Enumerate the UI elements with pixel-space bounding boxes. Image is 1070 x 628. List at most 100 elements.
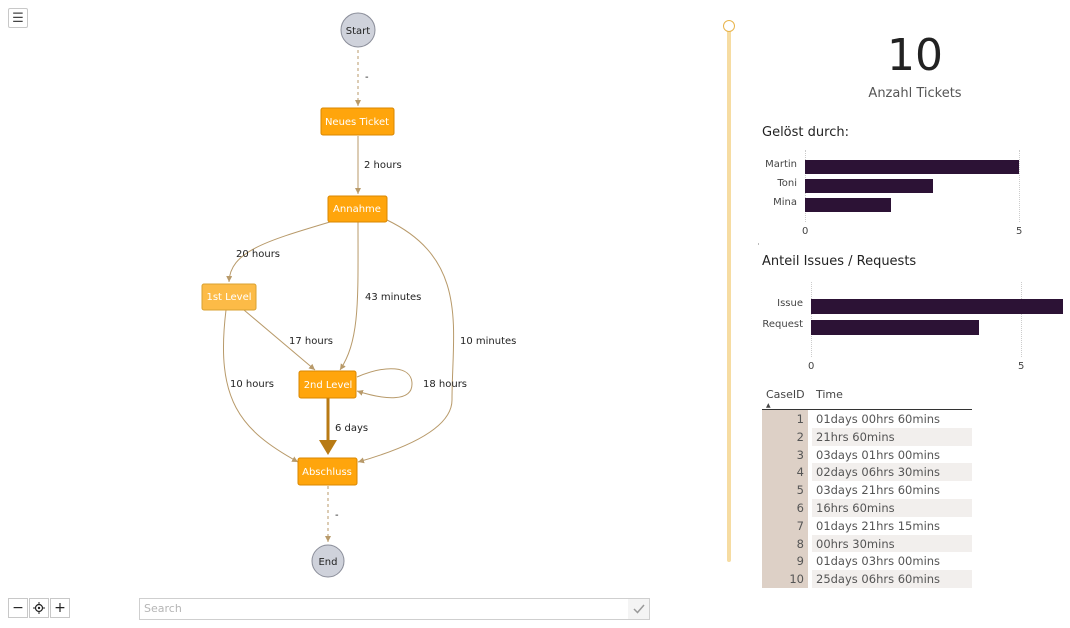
axis-tick-label: 0 xyxy=(808,361,815,372)
search-confirm-button[interactable] xyxy=(628,598,650,620)
axis-tick-label: 5 xyxy=(1018,361,1025,372)
bar-label: Martin xyxy=(765,159,797,170)
bar[interactable] xyxy=(805,179,934,193)
cell-caseid: 8 xyxy=(762,534,808,553)
edge-label-annahme-second: 43 minutes xyxy=(365,292,421,303)
edge-annahme-first xyxy=(226,218,341,283)
node-1st-level-label: 1st Level xyxy=(206,292,251,303)
slider-handle[interactable] xyxy=(723,20,735,32)
node-annahme[interactable]: Annahme xyxy=(327,195,388,223)
node-start[interactable]: Start xyxy=(340,12,376,48)
chart1-title: Gelöst durch: xyxy=(762,125,849,140)
edge-label-second-abschluss: 6 days xyxy=(335,423,368,434)
chart2-title: Anteil Issues / Requests xyxy=(762,254,917,269)
checkmark-icon xyxy=(632,604,645,614)
cell-caseid: 7 xyxy=(762,516,808,535)
gridline xyxy=(1021,282,1022,357)
cell-caseid: 1 xyxy=(762,410,808,428)
node-neues-ticket[interactable]: Neues Ticket xyxy=(320,107,395,136)
cell-caseid: 2 xyxy=(762,427,808,446)
header-time[interactable]: Time xyxy=(816,388,843,401)
edge-label-annahme-first: 20 hours xyxy=(236,249,280,260)
gridline xyxy=(811,282,812,357)
node-2nd-level-label: 2nd Level xyxy=(304,380,353,391)
center-view-button[interactable] xyxy=(29,598,49,618)
zoom-out-button[interactable]: − xyxy=(8,598,28,618)
node-abschluss-label: Abschluss xyxy=(302,467,352,478)
edge-label-second-loop: 18 hours xyxy=(423,379,467,390)
edge-annahme-second xyxy=(339,221,359,371)
cell-time: 03days 01hrs 00mins xyxy=(812,445,972,464)
bar[interactable] xyxy=(805,160,1019,174)
edge-second-loop xyxy=(356,368,413,399)
bar[interactable] xyxy=(811,299,1063,314)
cell-caseid: 5 xyxy=(762,481,808,500)
node-end[interactable]: End xyxy=(311,544,345,578)
header-caseid[interactable]: CaseID xyxy=(766,388,805,401)
zoom-in-button[interactable]: + xyxy=(50,598,70,618)
cell-time: 01days 00hrs 60mins xyxy=(812,410,972,428)
bar[interactable] xyxy=(805,198,891,212)
cell-time: 00hrs 30mins xyxy=(812,534,972,553)
menu-button[interactable]: ☰ xyxy=(8,8,28,28)
cell-time: 25days 06hrs 60mins xyxy=(812,570,972,589)
gridline xyxy=(1019,150,1020,222)
edge-annahme-abschluss xyxy=(357,219,455,464)
cell-time: 03days 21hrs 60mins xyxy=(812,481,972,500)
edge-label-annahme-abschluss: 10 minutes xyxy=(460,336,516,347)
hamburger-icon: ☰ xyxy=(12,10,24,26)
node-abschluss[interactable]: Abschluss xyxy=(297,457,358,486)
search-input[interactable] xyxy=(144,600,614,617)
bar-label: Issue xyxy=(777,298,803,309)
bar-label: Mina xyxy=(773,197,797,208)
bar-label: Toni xyxy=(777,178,797,189)
cell-caseid: 9 xyxy=(762,552,808,571)
cell-caseid: 3 xyxy=(762,445,808,464)
edge-label-abschluss-end: - xyxy=(335,510,339,521)
axis-tick-label: 0 xyxy=(802,226,809,237)
bar-label: Request xyxy=(762,319,803,330)
search-box xyxy=(139,598,630,620)
edge-first-abschluss xyxy=(222,309,299,463)
cell-time: 02days 06hrs 30mins xyxy=(812,463,972,482)
edge-label-first-abschluss: 10 hours xyxy=(230,379,274,390)
node-neues-ticket-label: Neues Ticket xyxy=(325,117,389,128)
edge-label-neues-annahme: 2 hours xyxy=(364,160,402,171)
cell-caseid: 10 xyxy=(762,570,808,589)
edge-label-start-neues: - xyxy=(365,72,369,83)
node-end-label: End xyxy=(318,557,337,568)
node-annahme-label: Annahme xyxy=(333,204,381,215)
node-2nd-level[interactable]: 2nd Level xyxy=(298,370,357,399)
node-1st-level[interactable]: 1st Level xyxy=(201,283,257,311)
minus-icon: − xyxy=(12,600,24,616)
cell-time: 01days 21hrs 15mins xyxy=(812,516,972,535)
slider-track[interactable] xyxy=(727,26,731,562)
cell-caseid: 4 xyxy=(762,463,808,482)
cell-time: 01days 03hrs 00mins xyxy=(812,552,972,571)
bar[interactable] xyxy=(811,320,979,335)
axis-tick-label: 5 xyxy=(1016,226,1023,237)
plus-icon: + xyxy=(54,600,66,616)
edge-label-first-second: 17 hours xyxy=(289,336,333,347)
sort-asc-icon: ▲ xyxy=(766,402,771,409)
process-map: - 2 hours 20 hours 43 minutes 10 minutes… xyxy=(201,12,516,578)
crosshair-icon xyxy=(33,602,45,614)
cell-time: 21hrs 60mins xyxy=(812,427,972,446)
node-start-label: Start xyxy=(346,26,371,37)
cell-time: 16hrs 60mins xyxy=(812,499,972,517)
kpi-value: 10 xyxy=(887,30,943,81)
cell-caseid: 6 xyxy=(762,499,808,517)
edge-first-second xyxy=(243,309,316,371)
